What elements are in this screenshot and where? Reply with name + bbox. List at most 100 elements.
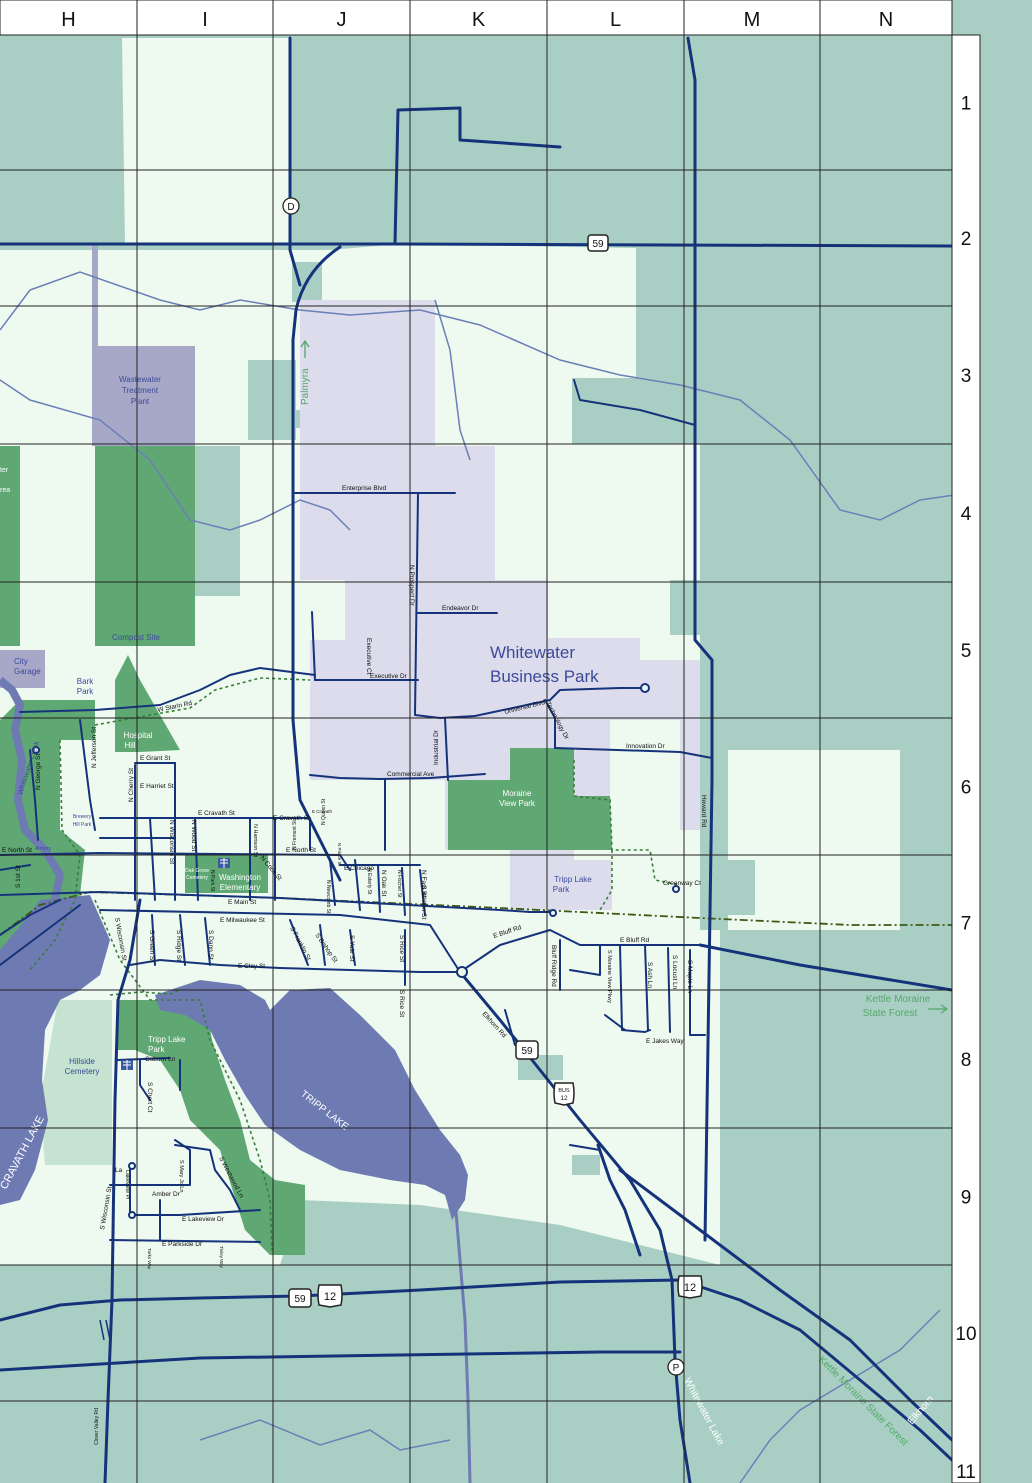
svg-text:59: 59 [294, 1294, 306, 1305]
street-label: E Bluff Rd [620, 937, 650, 944]
cul-de-sac [128, 1211, 136, 1219]
edge-label: ter [0, 467, 9, 474]
grid-column-label: L [610, 9, 621, 31]
street-label: S Rice St [398, 935, 405, 962]
grid-row-label: 8 [961, 1050, 972, 1071]
grid-row-label: 10 [955, 1324, 976, 1345]
street-label: Howard Rd [700, 795, 707, 828]
roundabout [456, 966, 468, 978]
county-road-marker: P [667, 1358, 685, 1376]
brewery-label: Brewery [73, 814, 92, 820]
us-highway-shield: 12 [317, 1284, 343, 1308]
street-label: Greenway Ct [663, 880, 701, 887]
cul-de-sac [549, 909, 557, 917]
bark-park-label: Park [77, 687, 94, 696]
kettle-moraine-label: State Forest [863, 1008, 918, 1019]
street-label: E Cravath [312, 809, 333, 814]
wastewater-plant-area [92, 244, 98, 346]
rural-patch [710, 860, 755, 915]
grid-row-label: 1 [961, 94, 972, 115]
street-label: N Fischer St [396, 870, 402, 898]
grid-column-label: K [472, 9, 486, 31]
street-label: N Wisconsin St [168, 820, 175, 864]
street-label: E North St [286, 847, 316, 854]
city-garage-label: Garage [14, 667, 41, 676]
moraine-view-label: View Park [499, 799, 536, 808]
bark-park-label: Bark [77, 677, 94, 686]
street-label: Endeavor Dr [442, 605, 479, 612]
grid-row-label: 11 [956, 1462, 976, 1483]
grid-column-label: J [337, 9, 347, 31]
cul-de-sac [672, 885, 680, 893]
grid-row-label: 2 [961, 229, 972, 250]
school-icon [218, 858, 230, 868]
street-label: Coburn Ln [145, 1056, 176, 1063]
street-label: E Cravath St [198, 810, 235, 817]
street-label: S Moraine View Pkwy [606, 950, 612, 1003]
street-label: S Yale St [348, 935, 355, 962]
wastewater-label: Treatment [122, 386, 159, 395]
svg-text:12: 12 [684, 1282, 696, 1294]
street-label: Bluff Ridge Rd [550, 945, 557, 987]
street-label: Clover Valley Rd [94, 1408, 100, 1445]
street-label: N Park St [209, 870, 215, 892]
svg-text:D: D [287, 202, 294, 213]
building-icon [121, 1060, 133, 1070]
compost-site-label: Compost Site [112, 633, 161, 642]
street-label: Enterprise Blvd [342, 485, 386, 492]
urban-area [122, 38, 290, 244]
street-label: E Jakes Way [646, 1038, 684, 1045]
svg-text:59: 59 [521, 1046, 533, 1057]
arrow-up-icon [300, 339, 310, 358]
street-label: Tinley Way [219, 1246, 224, 1269]
edge-label: rea [0, 487, 10, 494]
rural-patch [190, 446, 240, 596]
rural-patch [248, 360, 296, 440]
hospital-hill-label: Hospital [124, 731, 153, 740]
bridge-mark [99, 1319, 111, 1341]
street-label: S Locust Ln [671, 955, 678, 990]
svg-text:P: P [673, 1363, 680, 1374]
svg-text:12: 12 [560, 1095, 568, 1102]
streams [0, 271, 952, 1483]
whitewater-creek-water [0, 676, 65, 901]
cul-de-sac [32, 746, 40, 754]
street-label: S Chert Ct [146, 1082, 153, 1113]
park-area [0, 446, 20, 646]
street-label: S Whiton St [420, 885, 427, 920]
state-highway-shield: 59 [288, 1288, 312, 1308]
rural-patch [572, 378, 700, 444]
grid-row-label: 7 [961, 914, 972, 935]
street-label: N Harrison St [252, 824, 258, 857]
oak-grove-label: Cemetery [186, 875, 208, 881]
street-label: N Wood St [190, 820, 197, 852]
kettle-moraine-label: Kettle Moraine [866, 994, 931, 1005]
grid-column-label: M [744, 9, 761, 31]
street-label: E Milwaukee St [220, 917, 265, 924]
street-label: N Jefferson St [91, 727, 98, 768]
washington-label: Elementary [220, 883, 260, 892]
street-label: La [115, 1167, 123, 1174]
street-label: N Fast St [420, 870, 427, 897]
grid-column-label: I [202, 9, 208, 31]
street-label: S Green St [148, 930, 155, 962]
moraine-view-label: Moraine [503, 789, 532, 798]
street-label: S Mary Jo Ln [178, 1160, 184, 1192]
oak-grove-label: Oak Grove [185, 868, 209, 874]
tripp-lake-park-label: Tripp Lake [148, 1035, 186, 1044]
tripp-lake-water [155, 980, 468, 1220]
arrow-right-icon [928, 1004, 949, 1014]
grid-column-label: N [879, 9, 893, 31]
street-label: Turks Way [147, 1248, 152, 1270]
street-label: N Fremont St [292, 820, 298, 850]
tripp-lake-park-small-label: Park [553, 885, 570, 894]
grid-row-label: 4 [961, 504, 972, 525]
palmyra-label: Palmyra [300, 368, 311, 405]
svg-text:BUS: BUS [558, 1088, 570, 1094]
wastewater-label: Plant [131, 397, 150, 406]
street-label: S Maple Ln [686, 960, 693, 993]
street-label: Innovation Dr [626, 743, 665, 750]
urban-area-east [728, 750, 900, 930]
